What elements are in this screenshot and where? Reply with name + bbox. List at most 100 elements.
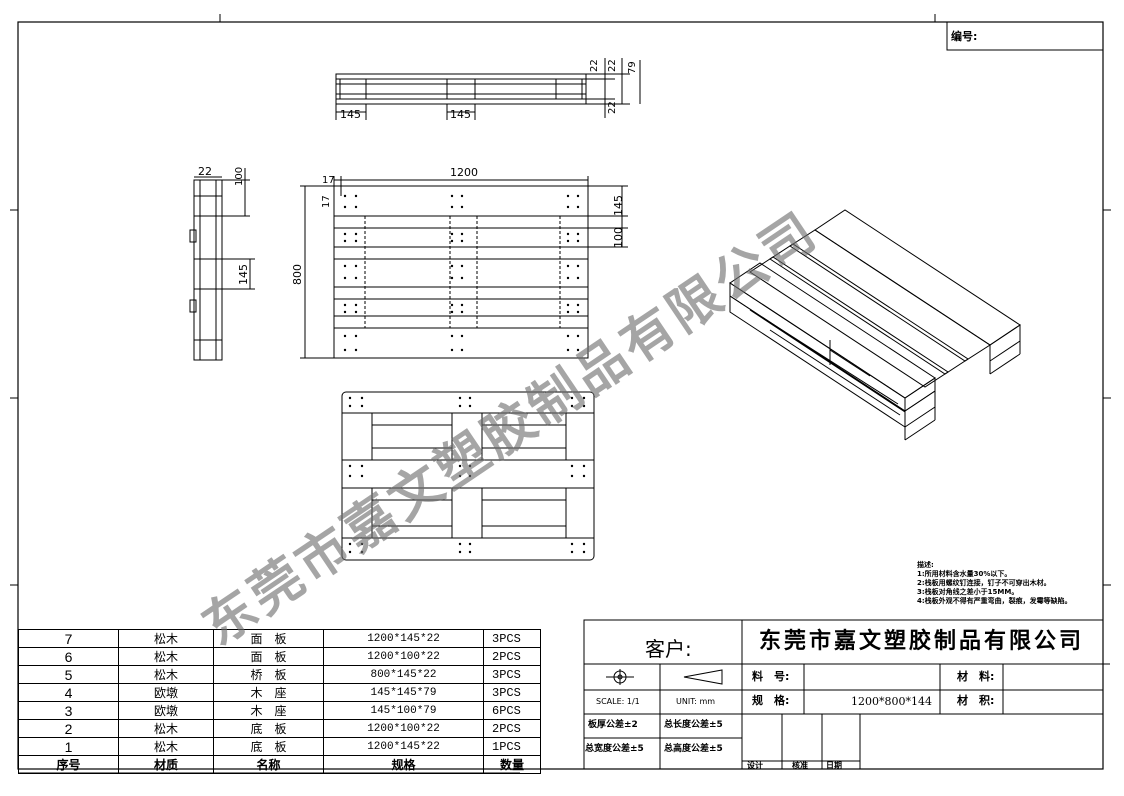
screw-hole bbox=[354, 232, 358, 236]
screw-hole bbox=[354, 194, 358, 198]
bom-qty: 6PCS bbox=[483, 701, 541, 720]
screw-hole bbox=[460, 348, 464, 352]
dim-plan-board-mid: 100 bbox=[612, 227, 625, 248]
note-item: 2:栈板用螺纹钉连接，钉子不可穿出木材。 bbox=[917, 579, 1051, 587]
screw-hole bbox=[468, 464, 472, 468]
screw-hole bbox=[576, 303, 580, 307]
screw-hole bbox=[458, 550, 462, 554]
screw-hole bbox=[576, 194, 580, 198]
screw-hole bbox=[566, 232, 570, 236]
bom-no: 4 bbox=[18, 683, 119, 702]
bom-qty: 2PCS bbox=[483, 719, 541, 738]
screw-hole bbox=[450, 264, 454, 268]
screw-hole bbox=[468, 474, 472, 478]
dim-side-height: 100 bbox=[234, 166, 245, 186]
bom-no: 7 bbox=[18, 629, 119, 648]
bom-material: 松木 bbox=[118, 719, 214, 738]
dim-right-2: 22 bbox=[607, 59, 618, 72]
bom-no: 5 bbox=[18, 665, 119, 684]
bom-header: 名称 bbox=[213, 755, 324, 774]
bom-spec: 1200*100*22 bbox=[323, 719, 484, 738]
bom-name: 木 座 bbox=[213, 683, 324, 702]
bom-header: 材质 bbox=[118, 755, 214, 774]
dim-side-block: 145 bbox=[237, 264, 250, 285]
screw-hole bbox=[566, 194, 570, 198]
bom-qty: 3PCS bbox=[483, 683, 541, 702]
date-label: 日期 bbox=[826, 761, 842, 770]
dim-right-3: 79 bbox=[627, 61, 638, 74]
dim-plan-offset-b: 17 bbox=[321, 195, 332, 208]
screw-hole bbox=[450, 194, 454, 198]
bom-material: 松木 bbox=[118, 737, 214, 756]
screw-hole bbox=[354, 310, 358, 314]
screw-hole bbox=[582, 542, 586, 546]
bom-qty: 3PCS bbox=[483, 665, 541, 684]
screw-hole bbox=[458, 474, 462, 478]
review-label: 核准 bbox=[792, 761, 808, 770]
screw-hole bbox=[348, 396, 352, 400]
screw-hole bbox=[343, 194, 347, 198]
screw-hole bbox=[576, 334, 580, 338]
bom-qty: 1PCS bbox=[483, 737, 541, 756]
spec-value: 1200*800*144 bbox=[851, 695, 932, 708]
side-elevation-view bbox=[189, 168, 255, 361]
material-label: 材 料: bbox=[957, 670, 995, 683]
screw-hole bbox=[582, 396, 586, 400]
screw-hole bbox=[460, 303, 464, 307]
bom-header: 规格 bbox=[323, 755, 484, 774]
screw-hole bbox=[566, 205, 570, 209]
notes-block: 描述: 1:所用材料含水量30%以下。 2:栈板用螺纹钉连接，钉子不可穿出木材。… bbox=[917, 561, 1072, 606]
dim-top-left: 145 bbox=[340, 108, 361, 121]
screw-hole bbox=[570, 542, 574, 546]
screw-hole bbox=[566, 276, 570, 280]
dim-right-1: 22 bbox=[589, 59, 600, 72]
dim-side-top: 22 bbox=[198, 165, 212, 178]
screw-hole bbox=[460, 276, 464, 280]
bom-header: 序号 bbox=[18, 755, 119, 774]
bom-qty: 2PCS bbox=[483, 647, 541, 666]
bom-spec: 145*100*79 bbox=[323, 701, 484, 720]
screw-hole bbox=[343, 205, 347, 209]
screw-hole bbox=[450, 334, 454, 338]
screw-hole bbox=[450, 276, 454, 280]
screw-hole bbox=[360, 550, 364, 554]
unit-label: UNIT: mm bbox=[676, 697, 716, 706]
screw-hole bbox=[360, 474, 364, 478]
screw-hole bbox=[582, 404, 586, 408]
screw-hole bbox=[343, 334, 347, 338]
bom-spec: 145*145*79 bbox=[323, 683, 484, 702]
bom-qty: 3PCS bbox=[483, 629, 541, 648]
screw-hole bbox=[343, 232, 347, 236]
bom-no: 6 bbox=[18, 647, 119, 666]
screw-hole bbox=[343, 276, 347, 280]
screw-hole bbox=[570, 404, 574, 408]
screw-hole bbox=[468, 550, 472, 554]
screw-hole bbox=[348, 550, 352, 554]
screw-hole bbox=[343, 303, 347, 307]
top-elevation-view bbox=[335, 58, 641, 120]
screw-hole bbox=[576, 205, 580, 209]
bom-header: 数量 bbox=[483, 755, 541, 774]
screw-hole bbox=[450, 310, 454, 314]
bom-material: 欧墩 bbox=[118, 701, 214, 720]
screw-hole bbox=[576, 232, 580, 236]
screw-hole bbox=[566, 264, 570, 268]
screw-hole bbox=[570, 550, 574, 554]
dim-plan-width: 1200 bbox=[450, 166, 478, 179]
dim-plan-offset-a: 17 bbox=[322, 175, 335, 186]
screw-hole bbox=[460, 205, 464, 209]
drawing-number-box bbox=[946, 21, 1104, 51]
bom-spec: 1200*100*22 bbox=[323, 647, 484, 666]
screw-hole bbox=[460, 310, 464, 314]
bom-spec: 800*145*22 bbox=[323, 665, 484, 684]
screw-hole bbox=[576, 239, 580, 243]
screw-hole bbox=[343, 310, 347, 314]
bom-name: 木 座 bbox=[213, 701, 324, 720]
screw-hole bbox=[354, 239, 358, 243]
